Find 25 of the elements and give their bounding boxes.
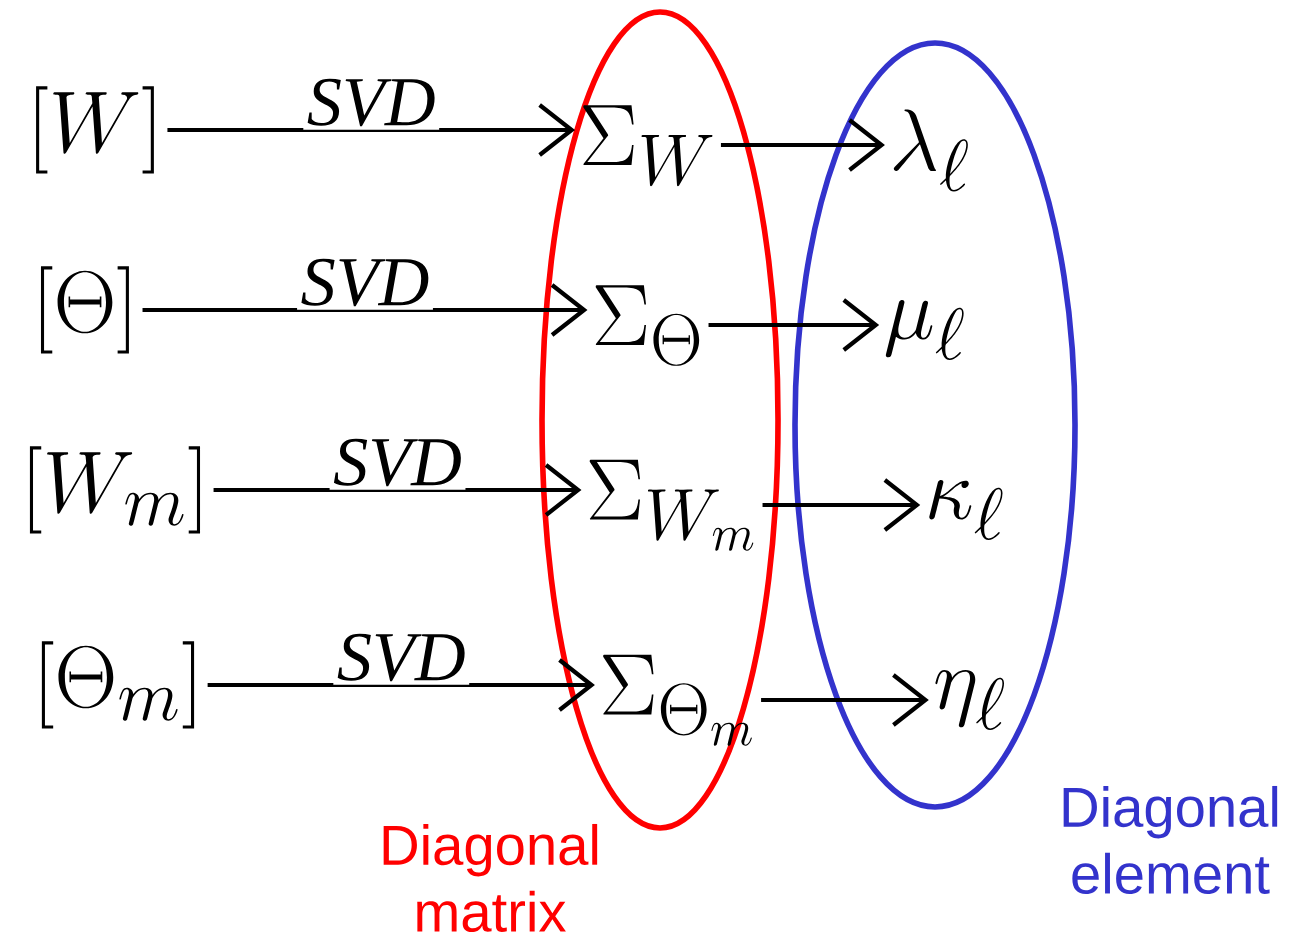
arrow (142, 283, 588, 337)
edge-label: SVD (337, 633, 465, 682)
math-symbol: $\eta_\ell$ (935, 670, 1004, 730)
arrow (762, 478, 921, 532)
edge-label: SVD (301, 258, 429, 307)
math-symbol: $\left[\Theta\right]$ (40, 266, 129, 354)
ellipse-label: Diagonal element (1063, 785, 1278, 894)
math-symbol: $\lambda_\ell$ (893, 109, 968, 192)
math-symbol: $\Sigma_W$ (583, 105, 713, 187)
math-symbol: $\Sigma_{W_m}$ (589, 459, 754, 551)
math-symbol: $\kappa_\ell$ (929, 480, 1003, 540)
math-symbol: $\left[W\right]$ (36, 86, 154, 174)
math-symbol: $\left[\Theta_m\right]$ (41, 641, 195, 729)
math-symbol: $\left[W_m\right]$ (29, 446, 201, 534)
edge-label: SVD (333, 438, 461, 487)
arrow (720, 118, 885, 172)
ellipse-label: Diagonal matrix (383, 823, 598, 932)
arrow (207, 658, 595, 712)
edge-label: SVD (307, 78, 435, 127)
math-symbol: $\mu_\ell$ (885, 300, 964, 360)
arrow (167, 103, 576, 157)
arrow (213, 463, 582, 517)
arrow (761, 673, 929, 727)
math-symbol: $\Sigma_\Theta$ (595, 285, 700, 366)
arrow (708, 298, 880, 352)
